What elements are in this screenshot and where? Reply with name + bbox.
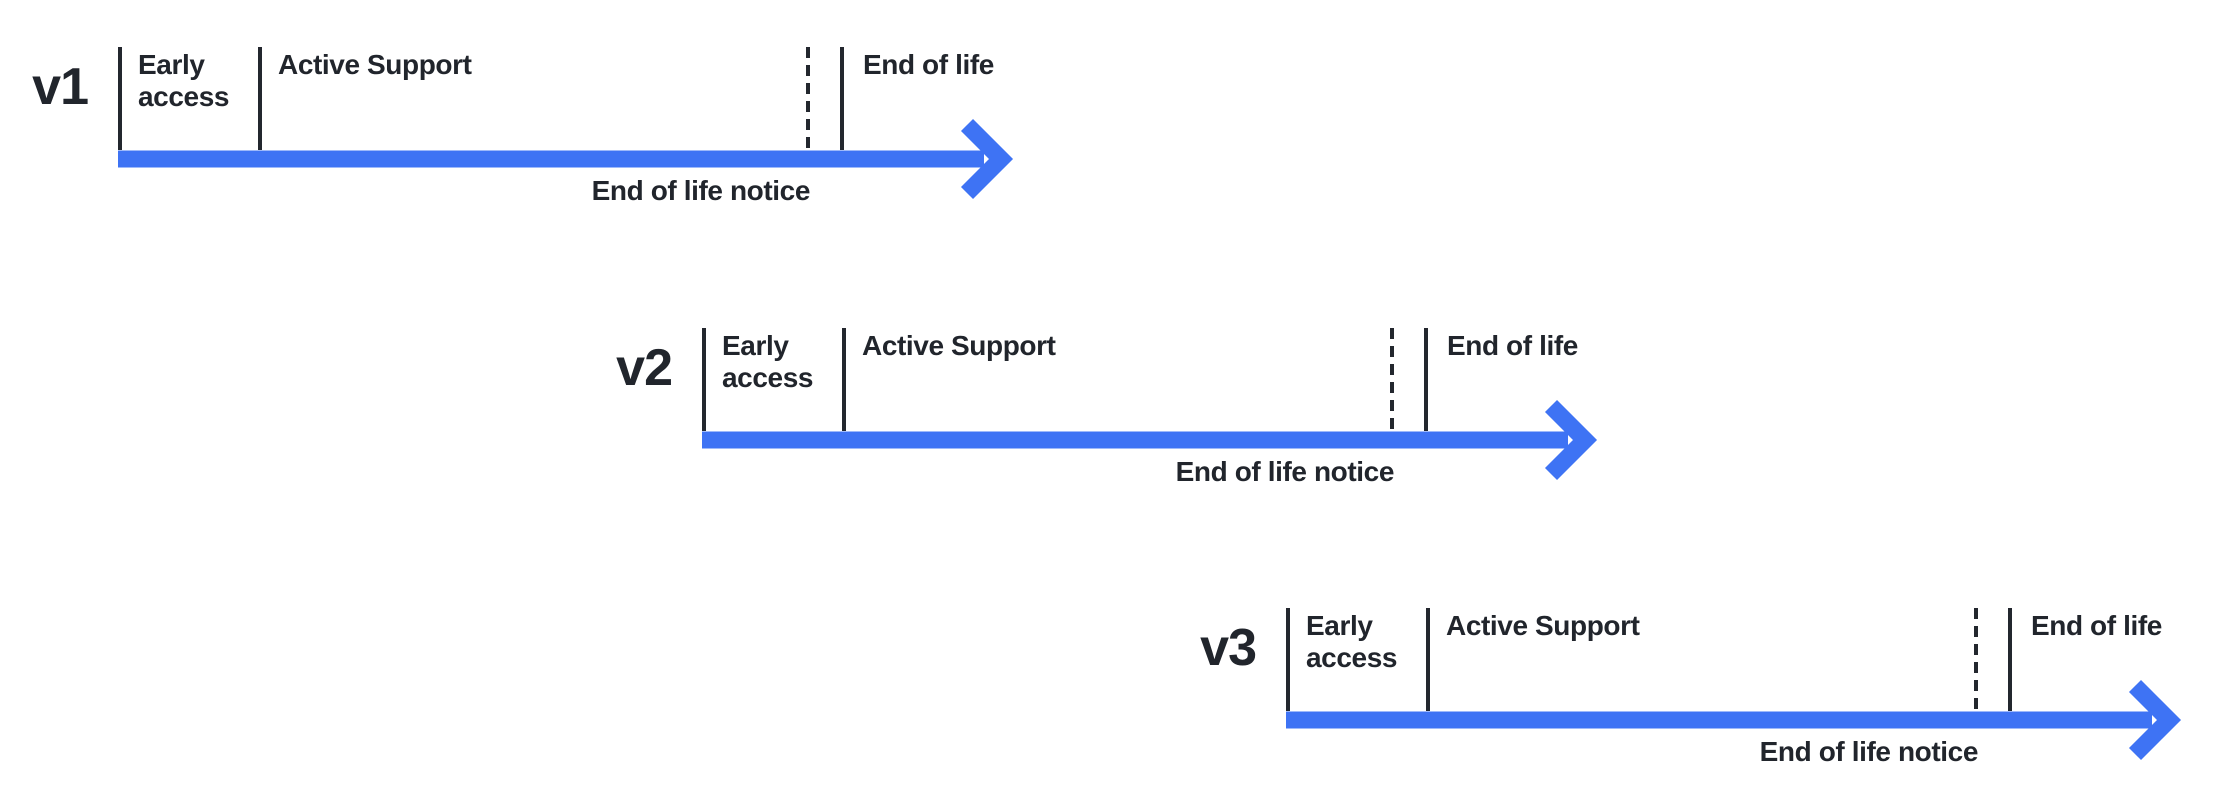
early-access-label: Early access xyxy=(1306,610,1398,673)
active-support-start-tick xyxy=(842,328,846,431)
end-of-life-label: End of life xyxy=(863,49,994,80)
end-of-life-tick xyxy=(2008,608,2012,711)
timeline-arrow-icon xyxy=(1286,679,2182,761)
end-of-life-tick xyxy=(840,47,844,150)
active-support-start-tick xyxy=(1426,608,1430,711)
end-of-life-notice-label: End of life notice xyxy=(1175,456,1395,487)
end-of-life-notice-label: End of life notice xyxy=(591,175,811,206)
timeline-v2: v2 Early access Active Support End of li… xyxy=(602,318,1632,503)
version-label: v2 xyxy=(616,339,673,397)
eol-notice-dashed-tick xyxy=(806,47,810,150)
active-support-label: Active Support xyxy=(278,49,472,80)
active-support-label: Active Support xyxy=(862,330,1056,361)
end-of-life-label: End of life xyxy=(1447,330,1578,361)
end-of-life-tick xyxy=(1424,328,1428,431)
active-support-label: Active Support xyxy=(1446,610,1640,641)
timeline-arrow-icon xyxy=(118,118,1014,200)
end-of-life-notice-label: End of life notice xyxy=(1759,736,1979,767)
version-label: v3 xyxy=(1200,619,1257,677)
early-access-label: Early access xyxy=(722,330,814,393)
early-access-label: Early access xyxy=(138,49,230,112)
early-access-start-tick xyxy=(702,328,706,431)
active-support-start-tick xyxy=(258,47,262,150)
end-of-life-label: End of life xyxy=(2031,610,2162,641)
timeline-v3: v3 Early access Active Support End of li… xyxy=(1186,598,2216,783)
timeline-arrow-icon xyxy=(702,399,1598,481)
version-label: v1 xyxy=(32,58,89,116)
eol-notice-dashed-tick xyxy=(1974,608,1978,711)
timeline-v1: v1 Early access Active Support End of li… xyxy=(18,37,1048,222)
eol-notice-dashed-tick xyxy=(1390,328,1394,431)
early-access-start-tick xyxy=(1286,608,1290,711)
early-access-start-tick xyxy=(118,47,122,150)
